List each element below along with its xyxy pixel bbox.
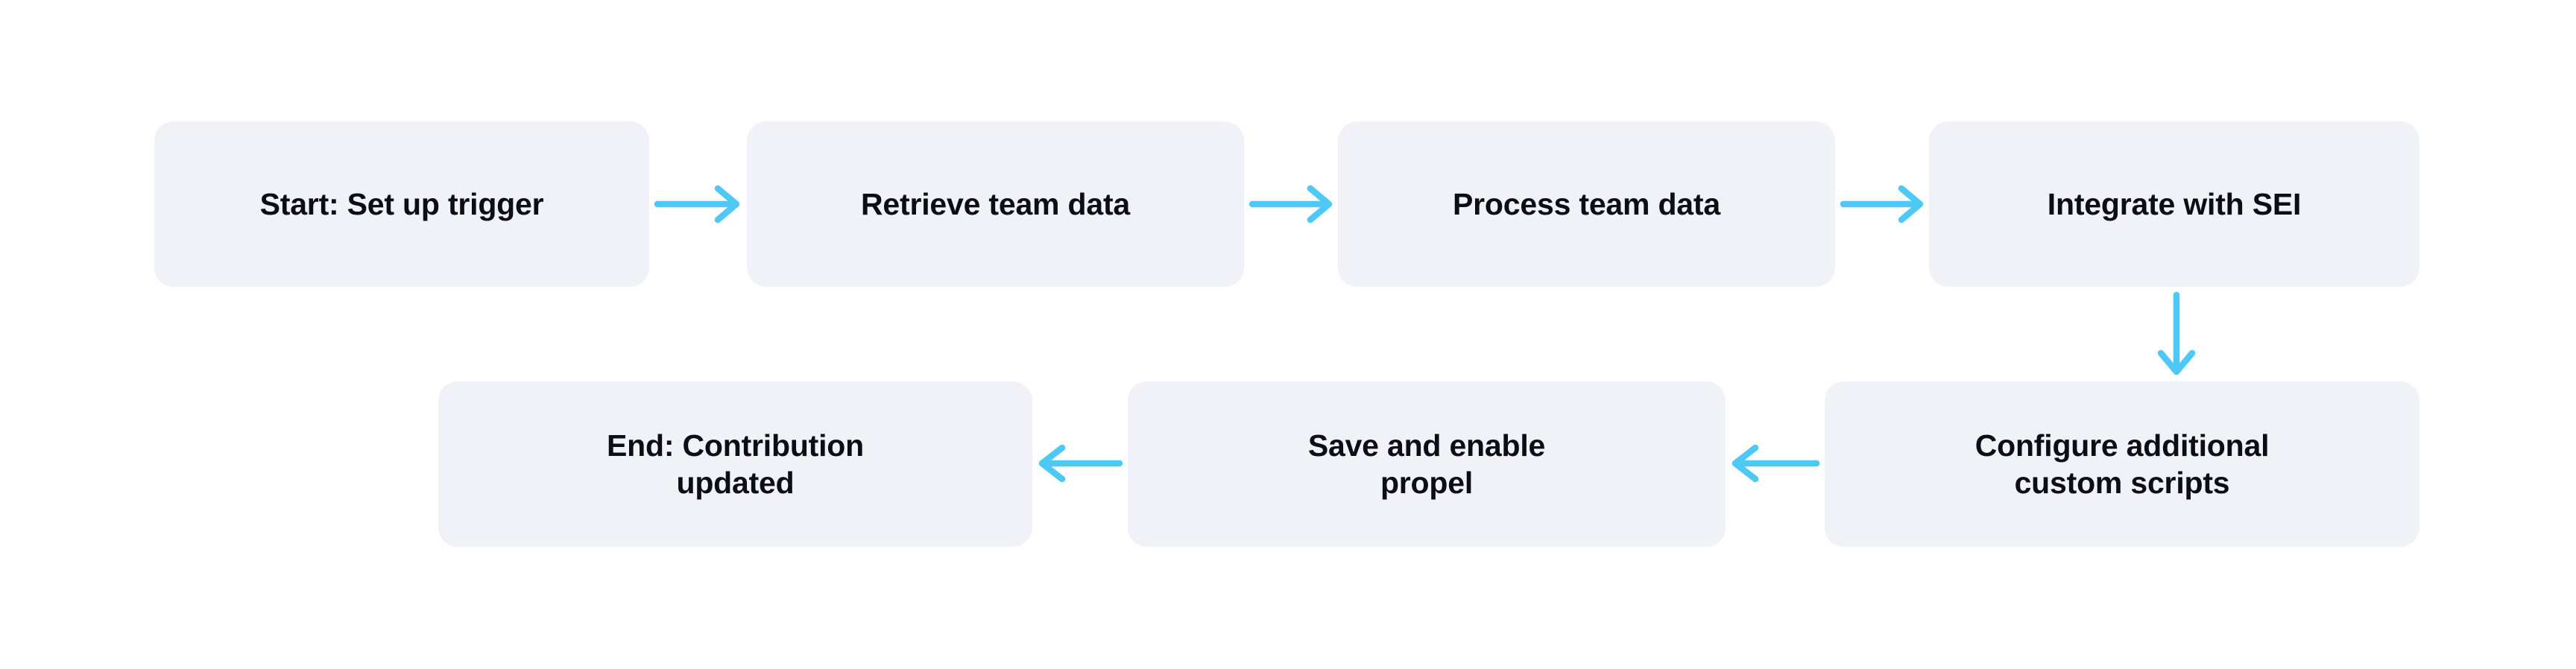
flow-node-start[interactable]: Start: Set up trigger	[154, 121, 649, 287]
flow-node-process-team-data[interactable]: Process team data	[1338, 121, 1835, 287]
flow-node-retrieve-team-data[interactable]: Retrieve team data	[747, 121, 1244, 287]
flow-node-save-and-enable-propel[interactable]: Save and enable propel	[1128, 381, 1726, 547]
arrow-right-icon-retrieve-to-process	[1248, 185, 1333, 223]
arrow-down-icon-integrate-to-configure	[2157, 291, 2196, 376]
arrow-right-icon-process-to-integrate	[1840, 185, 1925, 223]
arrow-left-icon-configure-to-save	[1731, 444, 1820, 483]
arrow-left-icon-save-to-end	[1038, 444, 1123, 483]
flow-node-end-contribution-updated[interactable]: End: Contribution updated	[438, 381, 1032, 547]
flow-node-configure-custom-scripts[interactable]: Configure additional custom scripts	[1825, 381, 2419, 547]
arrow-right-icon-start-to-retrieve	[654, 185, 741, 223]
flow-node-integrate-with-sei[interactable]: Integrate with SEI	[1929, 121, 2419, 287]
